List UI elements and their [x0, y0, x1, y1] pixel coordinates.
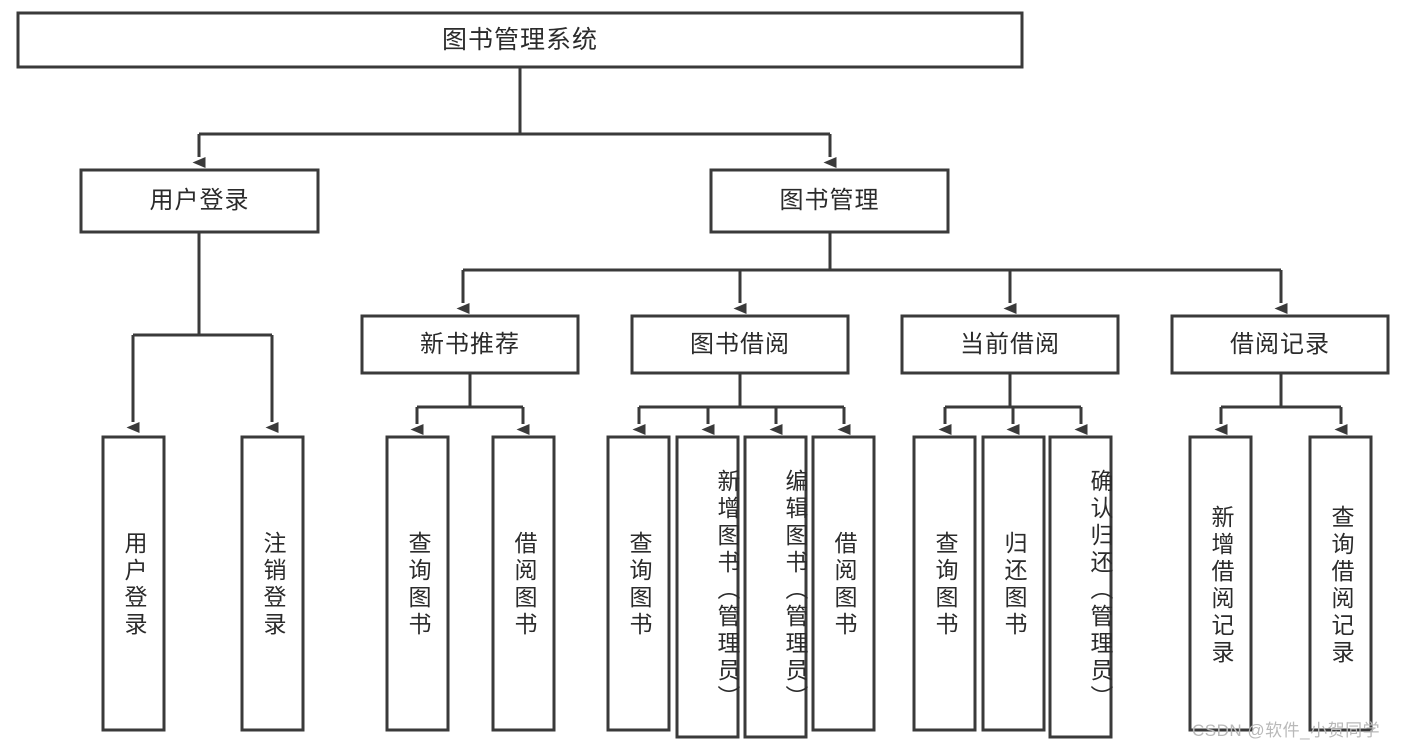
node-box-new-book-rec[interactable]: [360, 314, 580, 375]
node-box-leaf-nbr-borrow[interactable]: [491, 435, 556, 732]
node-box-borrow-record[interactable]: [1170, 314, 1390, 375]
watermark-text: CSDN @软件_小贺同学: [1192, 721, 1381, 740]
node-box-leaf-bb-edit[interactable]: [743, 435, 808, 739]
node-box-leaf-cb-confirm[interactable]: [1048, 435, 1113, 739]
node-box-root[interactable]: [16, 11, 1024, 69]
node-box-user-login[interactable]: [79, 168, 320, 234]
node-box-leaf-bb-query[interactable]: [606, 435, 671, 732]
node-box-book-manage[interactable]: [709, 168, 950, 234]
node-box-leaf-cb-query[interactable]: [912, 435, 977, 732]
node-box-leaf-nbr-query[interactable]: [385, 435, 450, 732]
node-box-book-borrow[interactable]: [630, 314, 850, 375]
node-box-current-borrow[interactable]: [900, 314, 1120, 375]
node-box-leaf-bb-add[interactable]: [675, 435, 740, 739]
node-box-leaf-bb-borrow[interactable]: [811, 435, 876, 732]
node-box-leaf-br-add[interactable]: [1188, 435, 1253, 732]
node-box-leaf-logout[interactable]: [240, 435, 305, 732]
node-box-leaf-user-login[interactable]: [101, 435, 166, 732]
node-box-leaf-br-query[interactable]: [1308, 435, 1373, 732]
node-box-leaf-cb-return[interactable]: [981, 435, 1046, 732]
